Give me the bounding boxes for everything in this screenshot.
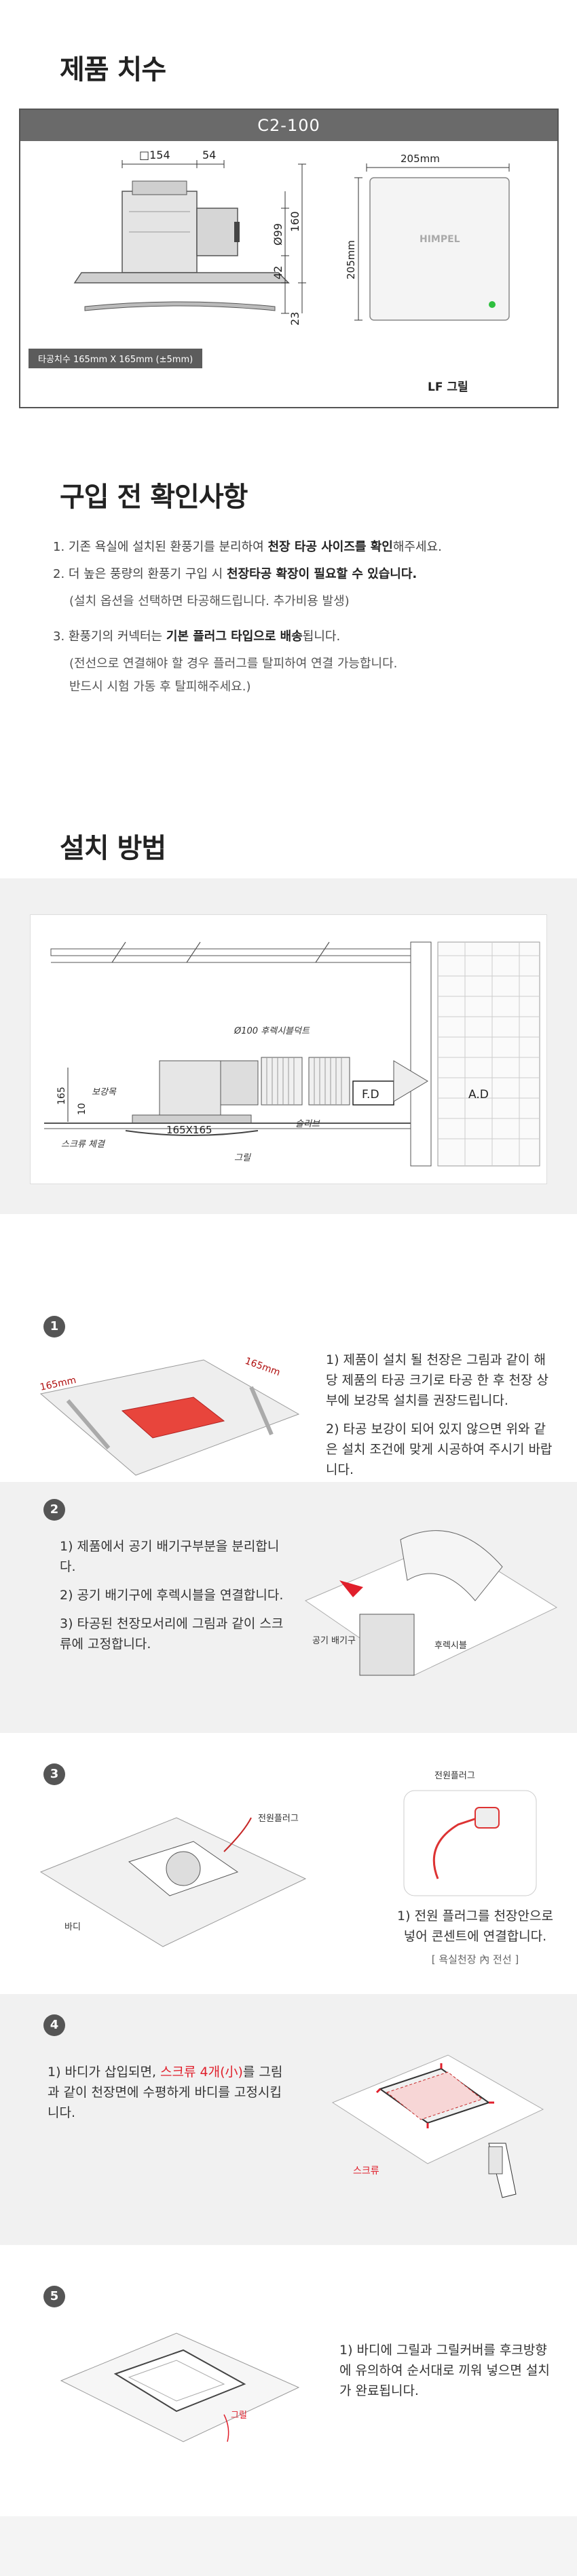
label-ad: A.D (468, 1088, 489, 1101)
step3-text: 1) 전원 플러그를 천장안으로 넣어 콘센트에 연결합니다. [ 욕실천장 內… (394, 1906, 557, 1978)
precheck-sub: (설치 옵션을 선택하면 타공해드립니다. 추가비용 발생) (69, 594, 350, 608)
step-number: 2 (43, 1499, 65, 1521)
step-number: 4 (43, 2014, 65, 2036)
step5-text: 1) 바디에 그릴과 그릴커버를 후크방향에 유의하여 순서대로 끼워 넣으면 … (339, 2343, 550, 2398)
label-h10: 10 (77, 1103, 88, 1115)
step3-label-plug: 전원플러그 (258, 1814, 299, 1824)
dim-42: 42 (272, 266, 284, 279)
section-title-dimensions: 제품 치수 (60, 54, 166, 85)
section-title-precheck: 구입 전 확인사항 (60, 482, 248, 513)
precheck-list: 1. 기존 욕실에 설치된 환풍기를 분리하여 천장 타공 사이즈를 확인해주세… (53, 536, 542, 699)
label-fd: F.D (362, 1088, 379, 1101)
step4-text: 1) 바디가 삽입되면, 스크류 4개(小)를 그림과 같이 천장면에 수평하게… (48, 2065, 283, 2120)
install-section-drawing: Ø100 후렉시블덕트 F.D A.D 보강목 스크류 체결 165X165 슬… (44, 941, 540, 1167)
label-sleeve: 슬리브 (295, 1119, 320, 1129)
dim-side: 54 (202, 149, 216, 161)
dim-grille-width: 205mm (401, 153, 440, 165)
step5-drawing: 그릴 (60, 2333, 300, 2442)
dim-diameter: Ø99 (272, 223, 284, 246)
label-h165: 165 (56, 1087, 67, 1105)
step2-drawing: 공기 배기구 후렉시블 (304, 1530, 558, 1676)
step2-label-exhaust: 공기 배기구 (312, 1636, 356, 1646)
dimension-panel: C2-100 □154 54 Ø99 160 42 23 타공 (19, 109, 559, 408)
grille-front-drawing: 205mm 205mm HIMPEL (345, 153, 510, 321)
step-number: 3 (43, 1763, 65, 1785)
label-grille: 그릴 (234, 1153, 251, 1163)
step4-drawing: 스크류 (331, 2054, 544, 2198)
fan-side-drawing: □154 54 Ø99 160 42 23 (73, 149, 306, 326)
precheck-sub: 반드시 시험 가동 후 탈피해주세요.) (69, 680, 251, 694)
step3-label-plug-title: 전원플러그 (434, 1771, 475, 1781)
dim-top-width: □154 (139, 149, 170, 161)
dim-height: 160 (288, 211, 301, 232)
step3-drawing: 전원플러그 바디 (39, 1814, 307, 1947)
step1-label-165b: 165mm (244, 1356, 282, 1379)
precheck-item: 2. 더 높은 풍량의 환풍기 구입 시 천장타공 확장이 필요할 수 있습니다… (53, 567, 417, 581)
precheck-item: 3. 환풍기의 커넥터는 기본 플러그 타입으로 배송됩니다. (53, 629, 341, 644)
step3-note: [ 욕실천장 內 전선 ] (431, 1953, 519, 1966)
label-size: 165X165 (166, 1124, 212, 1136)
precheck-item: 1. 기존 욕실에 설치된 환풍기를 분리하여 천장 타공 사이즈를 확인해주세… (53, 540, 442, 554)
model-header: C2-100 (20, 110, 557, 141)
step1-text: 1) 제품이 설치 될 천장은 그림과 같이 해당 제품의 타공 크기로 타공 … (326, 1352, 553, 1477)
step-number: 5 (43, 2286, 65, 2307)
step2-label-flexible: 후렉시블 (434, 1641, 467, 1651)
brand-logo: HIMPEL (420, 234, 460, 245)
precheck-sub: (전선으로 연결해야 할 경우 플러그를 탈피하여 연결 가능합니다. (69, 657, 398, 671)
install-diagram-card: Ø100 후렉시블덕트 F.D A.D 보강목 스크류 체결 165X165 슬… (30, 914, 547, 1184)
step1-drawing: 165mm 165mm (39, 1356, 300, 1476)
cutout-caption: 타공치수 165mm X 165mm (±5mm) (29, 349, 203, 368)
section-title-install: 설치 방법 (60, 833, 166, 864)
step3-plug-drawing: 전원플러그 (403, 1771, 537, 1896)
step5-label-grille: 그릴 (231, 2411, 247, 2421)
label-screw: 스크류 체결 (61, 1139, 106, 1150)
step2-text: 1) 제품에서 공기 배기구부분을 분리합니다. 2) 공기 배기구에 후렉시블… (60, 1539, 284, 1652)
step4-label-screw: 스크류 (353, 2166, 379, 2177)
grille-label: LF 그릴 (428, 380, 468, 394)
label-reinforce: 보강목 (92, 1087, 117, 1097)
step-number: 1 (43, 1316, 65, 1338)
label-duct: Ø100 후렉시블덕트 (234, 1026, 310, 1036)
dim-grille-height: 205mm (345, 240, 357, 279)
footer-panel (0, 2516, 577, 2576)
step3-label-body: 바디 (64, 1922, 81, 1932)
dim-23: 23 (288, 312, 301, 326)
